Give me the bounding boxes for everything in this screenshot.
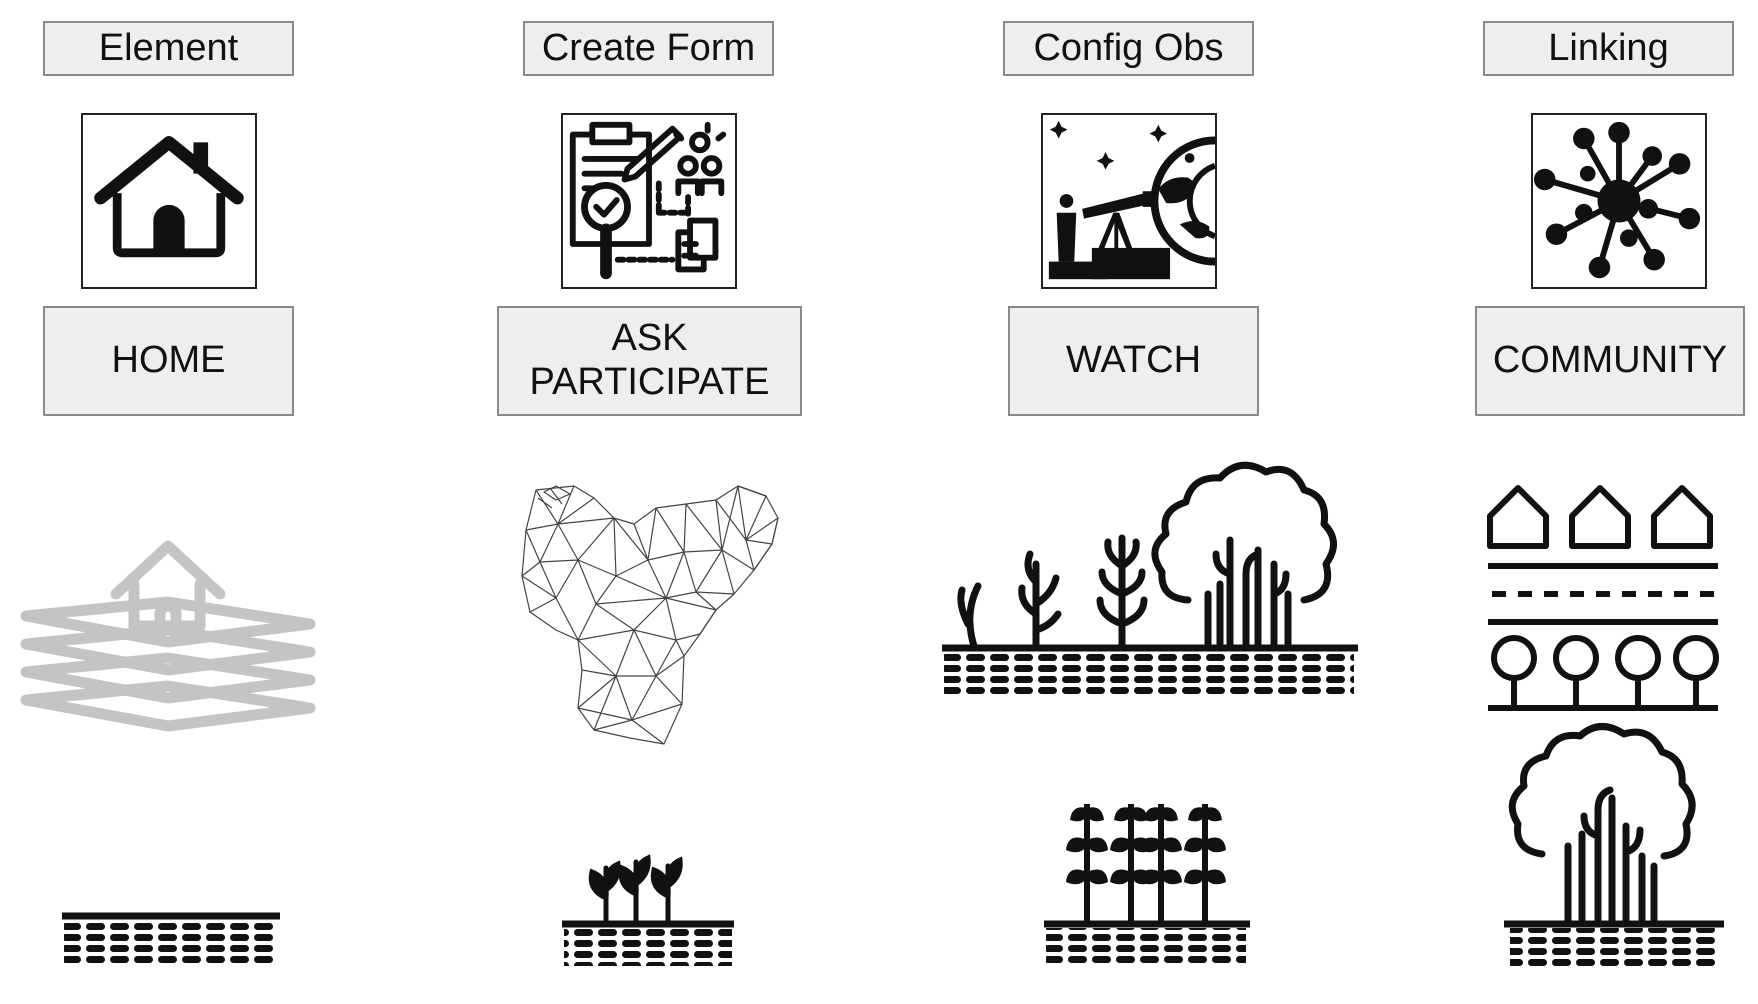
crop-rows-soil-icon: [1044, 804, 1250, 966]
header-linking: Linking: [1483, 21, 1734, 76]
label-community-text: COMMUNITY: [1492, 339, 1728, 382]
label-watch: WATCH: [1008, 306, 1259, 416]
label-ask-participate-text: ASK PARTICIPATE: [529, 317, 770, 403]
layered-land-house-icon: [20, 540, 316, 732]
label-ask-participate: ASK PARTICIPATE: [497, 306, 802, 416]
label-home-text: HOME: [111, 339, 226, 382]
header-create-form-text: Create Form: [541, 26, 756, 69]
house-icon: [81, 113, 257, 289]
tree-soil-icon: [1504, 723, 1724, 966]
header-config-obs: Config Obs: [1003, 21, 1254, 76]
label-home: HOME: [43, 306, 294, 416]
network-hub-icon: [1531, 113, 1707, 289]
label-watch-text: WATCH: [1065, 339, 1202, 382]
plants-trees-soil-icon: [942, 461, 1358, 694]
header-element-text: Element: [98, 26, 239, 69]
houses-road-trees-icon: [1487, 485, 1719, 711]
label-community: COMMUNITY: [1475, 306, 1745, 416]
survey-form-icon: [561, 113, 737, 289]
header-linking-text: Linking: [1548, 26, 1669, 69]
header-config-obs-text: Config Obs: [1033, 26, 1224, 69]
seedling-soil-icon: [562, 854, 734, 966]
bare-soil-icon: [62, 912, 280, 964]
header-element: Element: [43, 21, 294, 76]
triangulated-mesh-map-icon: [521, 485, 779, 745]
header-create-form: Create Form: [523, 21, 774, 76]
telescope-observer-icon: [1041, 113, 1217, 289]
